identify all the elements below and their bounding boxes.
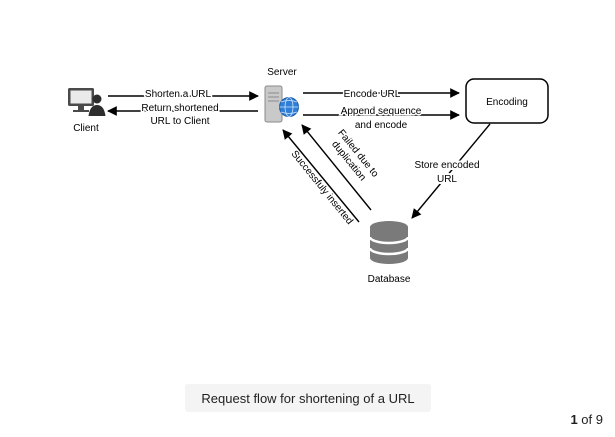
label-append-sequence: Append sequence	[341, 106, 422, 117]
arrow-failed-duplication	[301, 124, 372, 211]
label-encode-url: Encode URL	[344, 89, 401, 100]
encoding-label: Encoding	[486, 97, 528, 108]
label-url-to-client: URL to Client	[150, 116, 209, 127]
page-indicator: 1 of 9	[570, 412, 603, 427]
page-current: 1	[570, 412, 578, 427]
label-shorten-url: Shorten a URL	[145, 89, 212, 100]
page-total: 9	[595, 412, 603, 427]
label-store-encoded-url: URL	[437, 174, 457, 185]
arrow-successfully-inserted	[282, 129, 360, 223]
label-return-shortened: Return shortened	[141, 103, 218, 114]
server-label: Server	[267, 67, 297, 78]
client-icon	[68, 88, 106, 116]
encoding-box	[465, 78, 549, 124]
client-label: Client	[73, 123, 99, 134]
page-separator: of	[581, 412, 593, 427]
label-and-encode: and encode	[355, 120, 408, 131]
arrow-store-encoded	[411, 123, 491, 219]
label-store-encoded: Store encoded	[414, 160, 479, 171]
server-icon	[264, 85, 299, 123]
database-icon	[368, 221, 410, 264]
diagram-caption: Request flow for shortening of a URL	[185, 384, 431, 412]
database-label: Database	[368, 274, 411, 285]
